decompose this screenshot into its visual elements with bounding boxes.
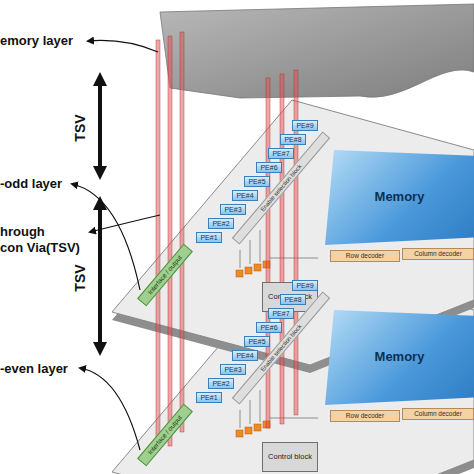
box-text: PE#2 [212, 220, 229, 228]
row-decoder: Row decoder [330, 410, 400, 422]
pe-box: PE#2 [208, 378, 234, 389]
box-text: PE#7 [272, 150, 289, 158]
bus-lines [240, 230, 318, 428]
box-text: PE#4 [236, 352, 253, 360]
pe-box: PE#9 [292, 280, 318, 291]
row-decoder: Row decoder [330, 250, 400, 262]
tsv-span-arrow [98, 200, 102, 352]
box-text: Memory [375, 190, 425, 204]
box-text: PE#8 [284, 296, 301, 304]
column-decoder: Column decoder [402, 248, 474, 260]
pe-box: PE#1 [196, 392, 222, 403]
tsv-pillars [156, 32, 298, 446]
box-text: PE#9 [296, 282, 313, 290]
memory-block: Memory [325, 310, 474, 405]
pe-box: PE#1 [196, 232, 222, 243]
callout-label: emory layer [0, 33, 73, 48]
callout-label: hrough [0, 224, 45, 239]
box-text: PE#6 [260, 324, 277, 332]
leader-line [80, 368, 140, 450]
box-text: Row decoder [346, 252, 384, 259]
pe-box: PE#9 [292, 120, 318, 131]
box-text: PE#3 [224, 366, 241, 374]
pe-box: PE#7 [268, 308, 294, 319]
pe-box: PE#4 [232, 190, 258, 201]
box-text: Column decoder [414, 410, 462, 417]
box-text: PE#1 [200, 234, 217, 242]
box-text: PE#4 [236, 192, 253, 200]
pe-box: PE#4 [232, 350, 258, 361]
pe-box: PE#8 [280, 134, 306, 145]
tsv-label: TSV [71, 258, 89, 298]
column-decoder: Column decoder [402, 408, 474, 420]
leader-line [90, 215, 160, 232]
pe-box: PE#5 [244, 336, 270, 347]
box-text: PE#8 [284, 136, 301, 144]
pe-box: PE#6 [256, 162, 282, 173]
box-text: PE#6 [260, 164, 277, 172]
box-text: Column decoder [414, 250, 462, 257]
pe-box: PE#8 [280, 294, 306, 305]
memory-layer-sheet [160, 4, 474, 98]
leader-line [88, 40, 158, 52]
box-text: PE#1 [200, 394, 217, 402]
control-block: Control block [262, 442, 318, 472]
box-text: Memory [375, 350, 425, 364]
pe-box: PE#3 [220, 204, 246, 215]
pe-box: PE#5 [244, 176, 270, 187]
tsv-span-arrow [98, 76, 102, 176]
callout-label: -odd layer [0, 176, 62, 191]
pe-box: PE#3 [220, 364, 246, 375]
box-text: PE#2 [212, 380, 229, 388]
box-text: PE#5 [248, 338, 265, 346]
pe-box: PE#7 [268, 148, 294, 159]
box-text: Row decoder [346, 412, 384, 419]
memory-block: Memory [325, 150, 474, 245]
tsv-label: TSV [71, 108, 89, 148]
box-text: PE#3 [224, 206, 241, 214]
pe-box: PE#2 [208, 218, 234, 229]
pe-box: PE#6 [256, 322, 282, 333]
callout-label: con Via(TSV) [0, 240, 80, 255]
box-text: PE#7 [272, 310, 289, 318]
box-text: Control block [268, 453, 312, 461]
box-text: PE#5 [248, 178, 265, 186]
callout-label: -even layer [0, 361, 68, 376]
box-text: PE#9 [296, 122, 313, 130]
